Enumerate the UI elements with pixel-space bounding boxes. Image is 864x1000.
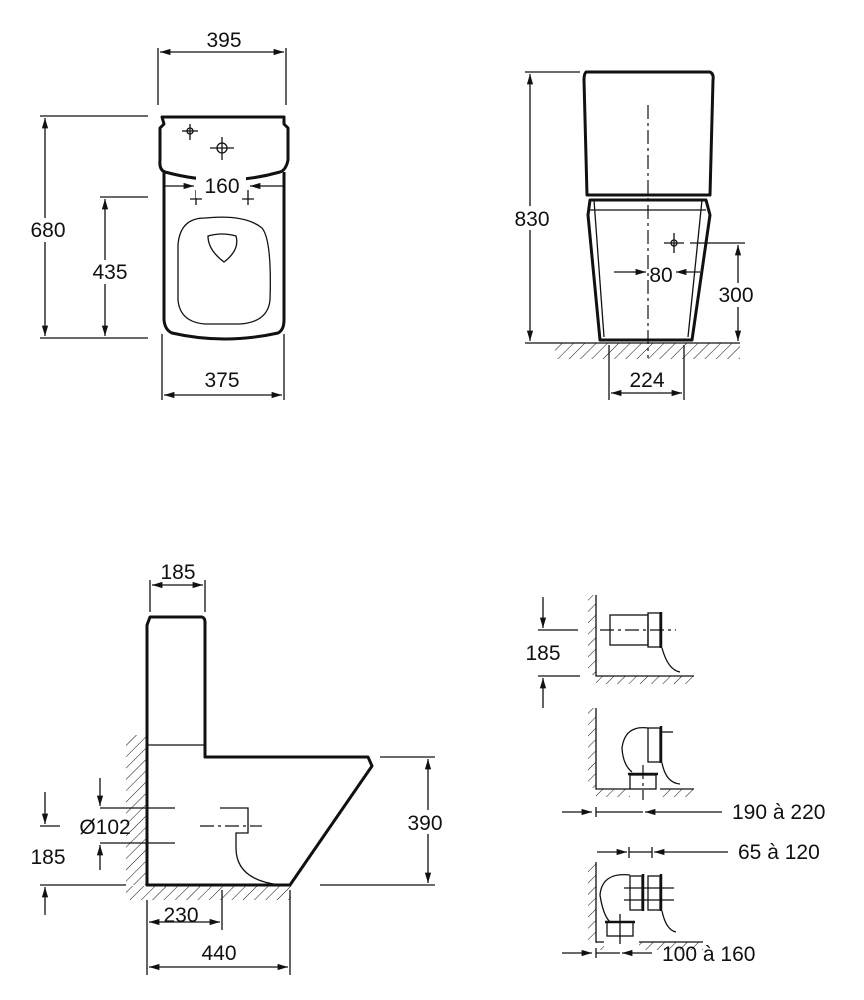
dim-outlet-offset: 80 — [649, 264, 672, 287]
dim-pipe-diameter: Ø102 — [79, 816, 130, 839]
dim-floor-range: 190 à 220 — [732, 801, 825, 824]
dim-height-total: 830 — [514, 208, 549, 231]
dim-seat-depth: 435 — [92, 261, 127, 284]
dim-total-depth: 440 — [201, 942, 236, 965]
connection-options: 185 190 à 220 65 à 120 — [525, 595, 825, 966]
tap-hole-icon — [182, 124, 198, 140]
dim-depth-total: 680 — [30, 219, 65, 242]
dim-outlet-height: 300 — [718, 284, 753, 307]
dim-tank-depth: 185 — [160, 561, 195, 584]
dim-width-base: 375 — [204, 369, 239, 392]
dim-outlet-distance: 230 — [163, 904, 198, 927]
dim-offset-range: 65 à 120 — [738, 841, 820, 864]
fixing-hole-icon — [210, 137, 234, 160]
dim-fixing-spacing: 160 — [204, 175, 239, 198]
outlet-center-icon — [664, 233, 684, 253]
front-view: 830 300 80 224 — [510, 70, 760, 400]
dim-width-tank: 395 — [206, 29, 241, 52]
dim-outlet-height-side: 185 — [30, 846, 65, 869]
dim-bowl-height: 390 — [407, 812, 442, 835]
side-view: 185 Ø102 185 390 230 440 — [30, 561, 448, 975]
dim-foot-width: 224 — [629, 369, 664, 392]
top-view: 395 680 435 160 375 — [20, 29, 290, 400]
dim-floor-range-2: 100 à 160 — [662, 943, 755, 966]
dim-horizontal-height: 185 — [525, 642, 560, 665]
